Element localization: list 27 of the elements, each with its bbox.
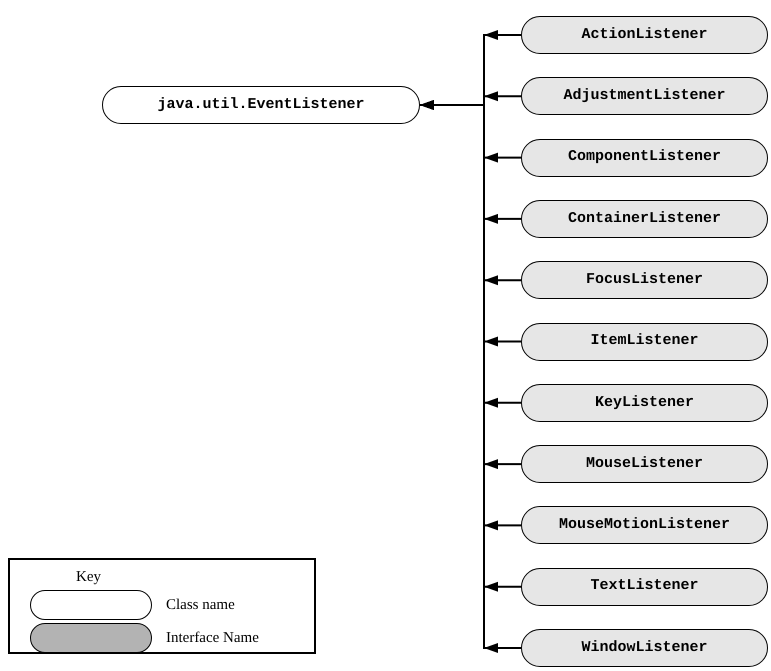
class-name: ComponentListener [568,147,722,168]
legend-text: Interface Name [166,628,259,648]
legend-title: Key [76,568,101,587]
class-pill [102,86,420,124]
class-name: ActionListener [581,24,708,45]
class-name: MouseMotionListener [558,515,730,536]
class-pill [521,138,768,177]
class-pill [521,506,768,544]
class-pill [521,445,768,484]
class-pill [521,16,768,54]
class-name: ItemListener [590,331,699,352]
class-name: KeyListener [594,392,694,413]
class-name: FocusListener [586,270,704,290]
class-pill [521,200,768,238]
legend-text: Class name [166,596,235,615]
class-name: AdjustmentListener [563,86,726,106]
class-pill [521,384,768,422]
class-pill [521,568,768,606]
class-name: MouseListener [586,454,704,474]
class-pill [521,629,768,667]
class-pill [521,261,768,300]
class-name: WindowListener [581,638,708,658]
class-name: java.util.EventListener [157,94,365,115]
class-pill [521,322,768,360]
class-name: TextListener [590,576,699,596]
class-pill [521,77,768,116]
class-name: ContainerListener [568,208,722,229]
